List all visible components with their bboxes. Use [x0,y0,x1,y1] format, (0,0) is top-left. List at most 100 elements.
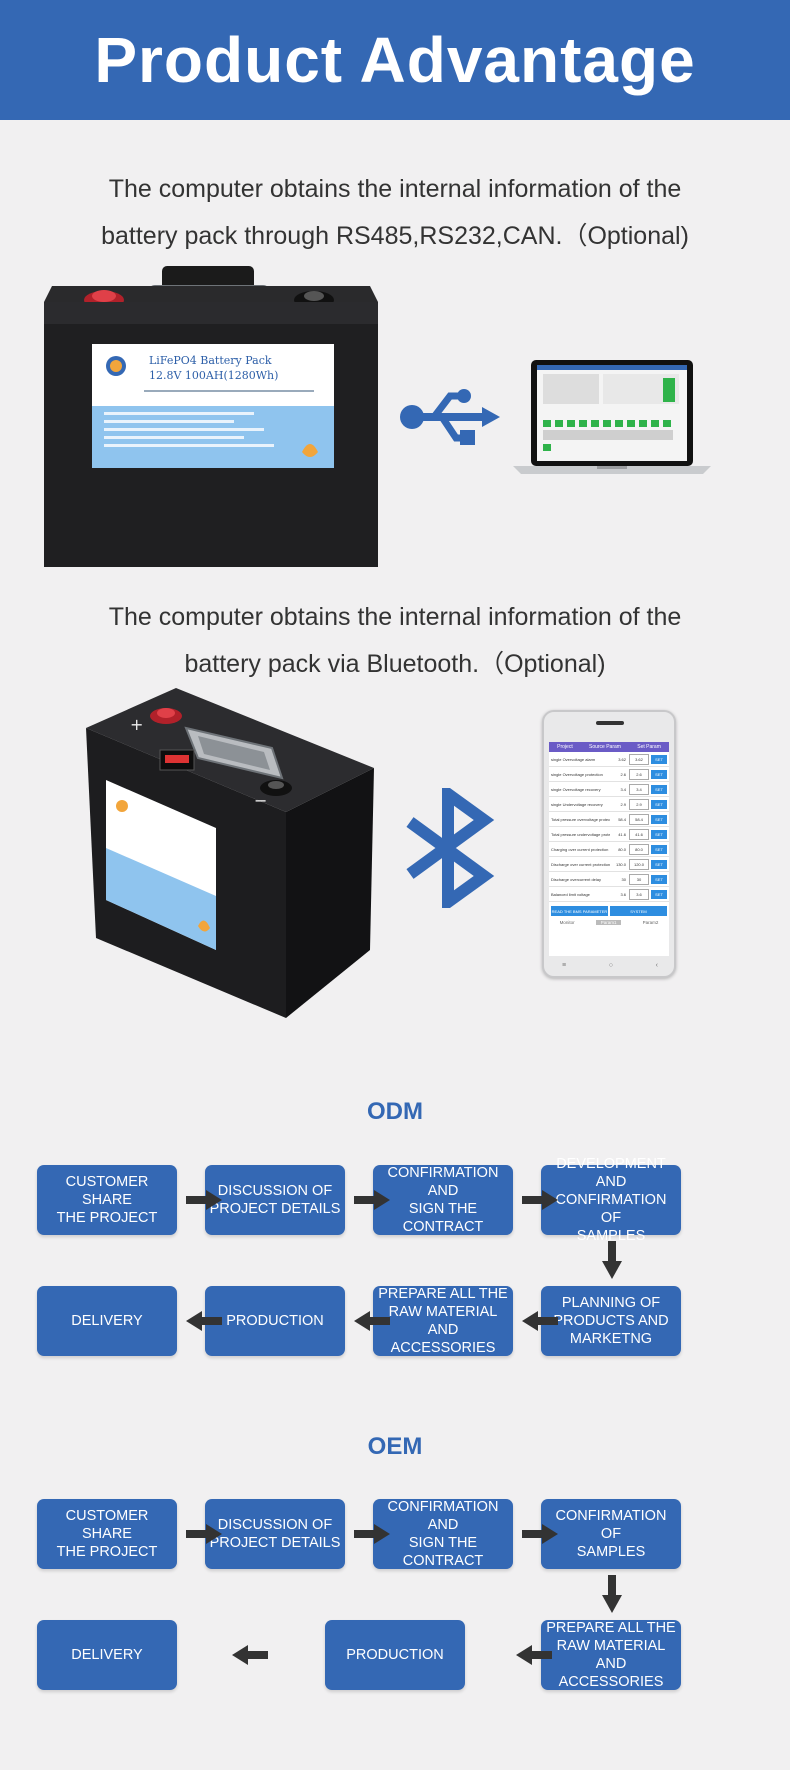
phone-param-value: 130.0 [615,861,626,867]
odm-step-1: CUSTOMER SHARE THE PROJECT [37,1165,177,1235]
wired-description-line-1: The computer obtains the internal inform… [108,175,682,203]
phone-param-value: 2.9 [620,801,626,807]
battery-label-spec: 12.8V 100AH(1280Wh) [149,369,278,382]
oem-step-3: CONFIRMATION AND SIGN THE CONTRACT [373,1499,513,1569]
phone-image: Project Source Param Set Param single Ov… [542,710,676,978]
odm-step-5: PLANNING OF PRODUCTS AND MARKETNG [541,1286,681,1356]
wired-description: The computer obtains the internal inform… [60,166,730,260]
phone-param-value: 80.0 [618,846,626,852]
svg-text:+: + [130,715,143,734]
phone-action-buttons: READ THE BMS PARAMETER SYSTEM [551,906,667,916]
phone-param-set-button[interactable]: SET [651,874,667,884]
phone-param-label: Charging over current protection [551,846,609,852]
phone-nav-monitor[interactable]: Monitor [559,920,575,925]
bluetooth-description-line-2: battery pack via Bluetooth.（Optional) [184,650,606,678]
phone-param-value: 58.4 [618,816,626,822]
odm-step-7: PRODUCTION [205,1286,345,1356]
phone-param-label: single Undervoltage recovery [551,801,603,807]
odm-step-3: CONFIRMATION AND SIGN THE CONTRACT [373,1165,513,1235]
phone-param-label: single Overvoltage protection [551,771,603,777]
oem-arrow-down-icon [602,1575,622,1618]
phone-param-value: 2.6 [620,771,626,777]
phone-param-label: single Overvoltage alarm [551,756,596,762]
phone-screen: Project Source Param Set Param single Ov… [549,742,669,956]
system-button[interactable]: SYSTEM [610,906,667,916]
home-key-icon[interactable]: ○ [608,962,613,969]
phone-tab-bar: Project Source Param Set Param [549,742,669,752]
phone-param-input[interactable]: 30 [629,873,649,885]
page-title: Product Advantage [94,24,696,96]
phone-param-input[interactable]: 58.4 [629,813,649,825]
phone-param-value: 41.6 [618,831,626,837]
bluetooth-icon [406,788,495,908]
menu-key-icon[interactable]: ≡ [562,962,567,969]
odm-arrow-right-icon [354,1190,390,1215]
odm-arrow-down-icon [602,1241,622,1284]
read-bms-parameter-button[interactable]: READ THE BMS PARAMETER [551,906,608,916]
phone-param-label: Balanced limit voltage [551,891,590,897]
phone-nav-param2[interactable]: Param2 [642,920,659,925]
phone-param-set-button[interactable]: SET [651,814,667,824]
battery-pack-image: + − LiFePO4 Battery Pack 12.8V 100AH(128… [44,266,378,567]
odm-arrow-left-icon [354,1311,390,1336]
phone-bottom-nav: Monitor Param1 Param2 [549,920,669,925]
odm-arrow-left-icon [522,1311,558,1336]
phone-param-input[interactable]: 41.6 [629,828,649,840]
phone-param-set-button[interactable]: SET [651,769,667,779]
oem-step-7: DELIVERY [37,1620,177,1690]
oem-step-2: DISCUSSION OF PROJECT DETAILS [205,1499,345,1569]
phone-param-label: single Overvoltage recovery [551,786,601,792]
oem-step-4: CONFIRMATION OF SAMPLES [541,1499,681,1569]
usb-icon [400,389,500,445]
phone-param-label: Discharge overcurrent delay [551,876,602,882]
phone-param-input[interactable]: 2.6 [629,768,649,780]
svg-text:−: − [254,791,267,810]
phone-param-set-button[interactable]: SET [651,844,667,854]
oem-step-5: PREPARE ALL THE RAW MATERIAL AND ACCESSO… [541,1620,681,1690]
phone-nav-param1[interactable]: Param1 [595,920,622,925]
odm-step-6: PREPARE ALL THE RAW MATERIAL AND ACCESSO… [373,1286,513,1356]
phone-param-input[interactable]: 80.0 [629,843,649,855]
phone-param-input[interactable]: 3.4 [629,783,649,795]
phone-param-input[interactable]: 2.9 [629,798,649,810]
oem-step-6: PRODUCTION [325,1620,465,1690]
phone-tab-set-param[interactable]: Set Param [637,744,661,750]
odm-arrow-right-icon [522,1190,558,1215]
wired-description-line-2: battery pack through RS485,RS232,CAN.（Op… [101,222,689,250]
oem-arrow-right-icon [186,1524,222,1549]
phone-param-set-button[interactable]: SET [651,754,667,764]
battery-label-title: LiFePO4 Battery Pack [149,354,272,367]
odm-arrow-left-icon [186,1311,222,1336]
phone-tab-source-param[interactable]: Source Param [588,744,621,750]
phone-param-value: 3.4 [620,786,626,792]
phone-param-input[interactable]: 3.6 [629,888,649,900]
header-banner: Product Advantage [0,0,790,120]
phone-param-label: Discharge over current protection [551,861,610,867]
laptop-image [513,360,711,474]
phone-param-label: Total pressure overvoltage protection [551,816,610,822]
phone-param-set-button[interactable]: SET [651,889,667,899]
phone-param-value: 3.62 [618,756,626,762]
phone-param-input[interactable]: 120.0 [629,858,649,870]
oem-title: OEM [367,1433,423,1460]
odm-arrow-right-icon [186,1190,222,1215]
phone-param-input[interactable]: 3.62 [629,753,649,765]
phone-param-set-button[interactable]: SET [651,784,667,794]
phone-param-value: 3.6 [620,891,626,897]
battery-pack-angled-image: + − [86,688,374,1018]
oem-arrow-left-icon [232,1645,268,1670]
phone-tab-project[interactable]: Project [557,744,573,750]
back-key-icon[interactable]: ‹ [655,962,658,969]
odm-step-2: DISCUSSION OF PROJECT DETAILS [205,1165,345,1235]
phone-param-set-button[interactable]: SET [651,829,667,839]
oem-arrow-right-icon [354,1524,390,1549]
phone-param-set-button[interactable]: SET [651,799,667,809]
phone-param-set-button[interactable]: SET [651,859,667,869]
